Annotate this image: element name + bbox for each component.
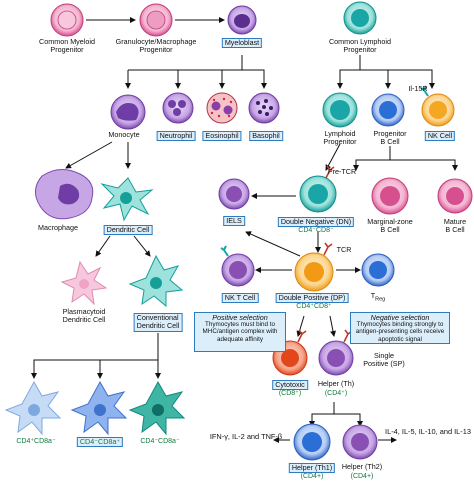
treg-cell [361, 253, 395, 287]
basophil-label: Basophil [249, 131, 283, 141]
dp-markers: CD4⁺CD8⁺ [296, 303, 332, 310]
nkt-cell [220, 245, 255, 287]
basophil-cell [248, 92, 280, 124]
dendritic-cell [100, 177, 154, 222]
helper-th1-marker: (CD4+) [300, 473, 324, 480]
nk-cell [420, 85, 455, 127]
single-positive-label: Single Positive (SP) [363, 351, 405, 369]
common-lymphoid-progenitor-cell [343, 1, 377, 35]
helper-th-marker: (CD4⁺) [324, 390, 348, 397]
helper-th2-cell [342, 424, 378, 460]
neutrophil-label: Neutrophil [156, 131, 196, 141]
common-lymphoid-label: Common Lymphoid Progenitor [328, 37, 392, 55]
negative-selection-box: Negative selection Thymocytes binding st… [350, 312, 450, 344]
iels-label: IELS [223, 216, 245, 226]
dc-cd4pos-cd8neg-label: CD4⁺CD8a⁻ [16, 438, 56, 445]
helper-th-label: Helper (Th) [317, 379, 355, 388]
treg-label: TReg [370, 291, 386, 303]
cytotoxic-marker: (CD8⁺) [278, 390, 302, 397]
iels-cell [218, 178, 250, 210]
monocyte-cell [110, 94, 146, 130]
th2-cytokines: IL-4, IL-5, IL-10, and IL-13 [385, 427, 471, 436]
progenitor-b-cell [371, 93, 405, 127]
positive-selection-text: Thymocytes must bind to MHC/antigen comp… [202, 321, 278, 343]
conventional-dendritic-cell [128, 254, 184, 308]
plasmacytoid-dendritic-cell [60, 260, 108, 306]
helper-th1-label: Helper (Th1) [288, 463, 336, 473]
dc-cd4pos-cd8neg [4, 380, 62, 436]
marginal-zone-b-cell [371, 177, 409, 215]
progenitor-b-label: Progenitor B Cell [373, 129, 407, 147]
common-myeloid-progenitor-cell [50, 3, 84, 37]
gm-progenitor-label: Granulocyte/Macrophage Progenitor [115, 37, 197, 55]
negative-selection-text: Thymocytes binding strongly to antigen-p… [355, 321, 445, 343]
myeloblast-label: Myeloblast [221, 38, 263, 48]
il15r-label: Il-15R [408, 84, 428, 93]
mature-b-cell [437, 178, 473, 214]
dendritic-cell-label: Dendritic Cell [103, 225, 153, 235]
dc-cd4neg-cd8pos [70, 380, 128, 436]
double-negative-cell [299, 165, 337, 213]
negative-selection-title: Negative selection [370, 313, 430, 322]
lymphoid-progenitor-cell [322, 92, 358, 128]
monocyte-label: Monocyte [108, 130, 140, 139]
helper-th-cell [318, 329, 354, 376]
cytotoxic-label: Cytotoxic [272, 380, 308, 390]
mature-b-label: Mature B Cell [443, 217, 467, 235]
double-positive-label: Double Positive (DP) [275, 293, 349, 303]
double-negative-label: Double Negative (DN) [277, 217, 355, 227]
dc-cd4neg-cd8neg [128, 380, 186, 436]
double-positive-cell [294, 242, 334, 292]
dn-markers: CD4⁻CD8⁻ [298, 227, 334, 234]
neutrophil-cell [162, 92, 194, 124]
nkt-cell-label: NK T Cell [221, 293, 259, 303]
macrophage-cell [35, 169, 94, 220]
helper-th2-marker: (CD4+) [350, 473, 374, 480]
positive-selection-title: Positive selection [212, 313, 268, 322]
macrophage-label: Macrophage [38, 223, 78, 232]
th1-cytokines: IFN-γ, IL-2 and TNF-β [209, 432, 283, 441]
plasmacytoid-label: Plasmacytoid Dendritic Cell [62, 307, 106, 325]
positive-selection-box: Positive selection Thymocytes must bind … [194, 312, 286, 352]
marginal-zone-b-label: Marginal-zone B Cell [367, 217, 413, 235]
eosinophil-cell [206, 92, 238, 124]
tcr-label: TCR [336, 245, 352, 254]
lymphoid-progenitor-label: Lymphoid Progenitor [323, 129, 357, 147]
helper-th1-cell [293, 423, 331, 461]
common-myeloid-label: Common Myeloid Progenitor [39, 37, 95, 55]
myeloblast-cell [227, 5, 257, 35]
nk-cell-label: NK Cell [424, 131, 456, 141]
gm-progenitor-cell [139, 3, 173, 37]
dc-cd4neg-cd8pos-label: CD4⁻CD8a⁺ [76, 437, 124, 447]
pre-tcr-label: Pre-TCR [327, 167, 357, 176]
eosinophil-label: Eosinophil [202, 131, 242, 141]
helper-th2-label: Helper (Th2) [341, 462, 383, 471]
conventional-dc-label: Conventional Dendritic Cell [133, 313, 183, 332]
dc-cd4neg-cd8neg-label: CD4⁻CD8a⁻ [140, 438, 180, 445]
